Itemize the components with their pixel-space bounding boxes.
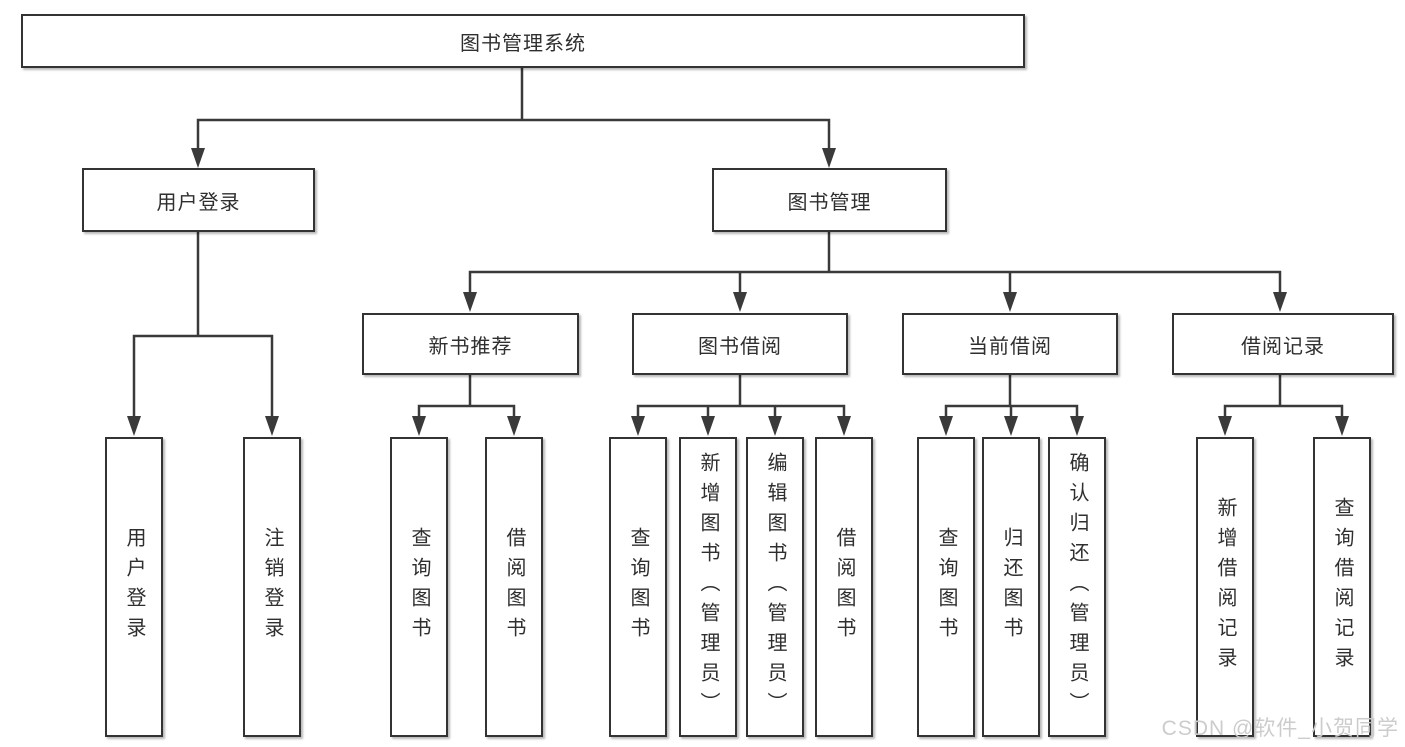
arrow-down-icon	[631, 416, 645, 436]
connector-login-to-children	[132, 230, 274, 418]
node-label: 确认归还（管理员）	[1066, 452, 1088, 722]
node-label: 借阅图书	[503, 527, 525, 647]
arrow-down-icon	[191, 148, 205, 168]
node-user-login: 用户登录	[82, 168, 315, 232]
arrow-down-icon	[265, 416, 279, 436]
leaf-edit-books-admin: 编辑图书（管理员）	[746, 437, 804, 737]
connector-borrow-to-children	[636, 373, 846, 418]
node-label: 图书借阅	[698, 335, 782, 358]
connector-paths	[132, 66, 1344, 418]
arrow-down-icon	[1004, 416, 1018, 436]
node-label: 新增图书（管理员）	[697, 452, 719, 722]
leaf-return-books: 归还图书	[982, 437, 1040, 737]
leaf-query-borrow-record: 查询借阅记录	[1313, 437, 1371, 737]
node-borrow-record: 借阅记录	[1172, 313, 1394, 375]
arrowheads	[127, 148, 1349, 436]
connector-root-to-level2	[196, 66, 831, 152]
node-root-system: 图书管理系统	[21, 14, 1025, 68]
node-label: 新书推荐	[428, 335, 513, 358]
arrow-down-icon	[768, 416, 782, 436]
arrow-down-icon	[822, 148, 836, 168]
node-new-book-recommend: 新书推荐	[362, 313, 579, 375]
node-label: 图书管理系统	[460, 32, 586, 55]
arrow-down-icon	[412, 416, 426, 436]
csdn-watermark: CSDN @软件_小贺同学	[1161, 717, 1399, 740]
node-label: 图书管理	[787, 191, 872, 214]
arrow-down-icon	[733, 292, 747, 312]
node-label: 查询借阅记录	[1331, 497, 1353, 677]
arrow-down-icon	[463, 292, 477, 312]
node-label: 借阅记录	[1241, 335, 1325, 358]
leaf-add-books-admin: 新增图书（管理员）	[679, 437, 737, 737]
node-current-borrow: 当前借阅	[902, 313, 1118, 375]
node-label: 归还图书	[1000, 527, 1022, 647]
node-label: 注销登录	[261, 527, 283, 647]
node-label: 查询图书	[935, 527, 957, 647]
leaf-query-books: 查询图书	[917, 437, 975, 737]
arrow-down-icon	[1273, 292, 1287, 312]
arrow-down-icon	[1003, 292, 1017, 312]
node-label: 查询图书	[408, 527, 430, 647]
node-book-management: 图书管理	[712, 168, 947, 232]
node-book-borrow: 图书借阅	[632, 313, 848, 375]
arrow-down-icon	[837, 416, 851, 436]
leaf-query-books: 查询图书	[609, 437, 667, 737]
leaf-logout: 注销登录	[243, 437, 301, 737]
leaf-add-borrow-record: 新增借阅记录	[1196, 437, 1254, 737]
connector-newbook-to-children	[417, 373, 516, 418]
leaf-borrow-books: 借阅图书	[815, 437, 873, 737]
connector-record-to-children	[1223, 373, 1344, 418]
leaf-confirm-return-admin: 确认归还（管理员）	[1048, 437, 1106, 737]
arrow-down-icon	[1335, 416, 1349, 436]
node-label: 新增借阅记录	[1214, 497, 1236, 677]
node-label: 查询图书	[627, 527, 649, 647]
leaf-query-books: 查询图书	[390, 437, 448, 737]
node-label: 编辑图书（管理员）	[764, 452, 786, 722]
leaf-user-login: 用户登录	[105, 437, 163, 737]
node-label: 用户登录	[156, 191, 241, 214]
node-label: 当前借阅	[968, 335, 1052, 358]
connector-mgmt-to-level3	[468, 230, 1282, 295]
arrow-down-icon	[1218, 416, 1232, 436]
node-label: 用户登录	[123, 527, 145, 647]
connector-current-to-children	[944, 373, 1079, 418]
node-label: 借阅图书	[833, 527, 855, 647]
arrow-down-icon	[1070, 416, 1084, 436]
arrow-down-icon	[701, 416, 715, 436]
arrow-down-icon	[939, 416, 953, 436]
arrow-down-icon	[507, 416, 521, 436]
leaf-borrow-books: 借阅图书	[485, 437, 543, 737]
arrow-down-icon	[127, 416, 141, 436]
